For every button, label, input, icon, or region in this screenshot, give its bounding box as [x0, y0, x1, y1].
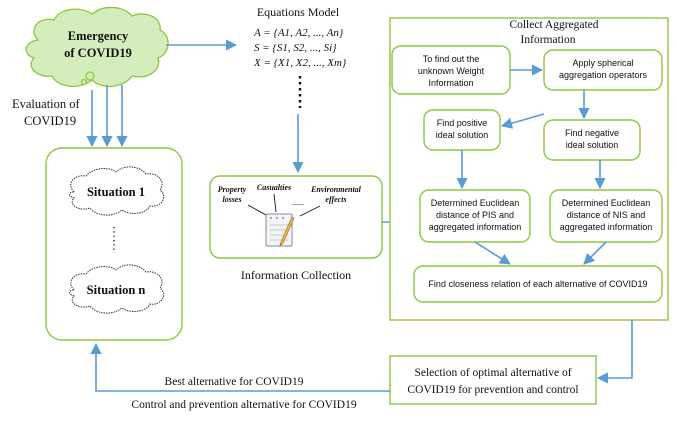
property-line1: Property — [218, 185, 247, 194]
property-line2: losses — [222, 195, 241, 204]
information-collection-box — [209, 175, 383, 259]
nis-line1: Determined Euclidean — [562, 198, 651, 208]
equation-x: X = {X1, X2, ..., Xm} — [253, 57, 347, 69]
weight-line3: Information — [428, 78, 473, 88]
negative-ideal-box — [543, 119, 641, 161]
nis-line3: aggregated information — [560, 222, 653, 232]
equation-a: A = {A1, A2, ..., An} — [253, 27, 344, 39]
casualties-label: Casualties — [257, 183, 291, 192]
spherical-aggregation-box — [543, 49, 663, 91]
optimal-selection-box — [389, 355, 597, 405]
collection-dots: ...... — [292, 198, 304, 207]
arrow-spherical-positive — [500, 113, 545, 129]
arrow-environmental-notepad — [299, 205, 321, 217]
arrow-property-notepad — [247, 204, 267, 216]
spherical-line2: aggregation operators — [559, 70, 648, 80]
negative-line1: Find negative — [565, 128, 619, 138]
arrow-selection-situations — [90, 342, 390, 392]
closeness-label: Find closeness relation of each alternat… — [428, 279, 647, 289]
environmental-line2: effects — [325, 195, 346, 204]
best-alternative-label: Best alternative for COVID19 — [165, 376, 304, 388]
equations-title: Equations Model — [257, 5, 340, 19]
weight-line2: unknown Weight — [418, 66, 485, 76]
evaluation-line2: COVID19 — [24, 114, 76, 128]
arrow-aggregated-selection — [596, 320, 633, 384]
aggregated-title-line1: Collect Aggregated — [509, 19, 598, 31]
environmental-line1: Environmental — [310, 185, 362, 194]
cloud-bubble-small — [80, 78, 88, 86]
situation-n-cloud: Situation n — [69, 264, 165, 314]
selection-line1: Selection of optimal alternative of — [414, 367, 571, 379]
equation-s: S = {S1, S2, ..., Si} — [254, 42, 337, 54]
selection-line2: COVID19 for prevention and control — [407, 384, 578, 396]
cloud-bubble-large — [85, 71, 95, 81]
situation-n-label: Situation n — [87, 283, 146, 297]
arrow-nis-closeness — [583, 241, 607, 265]
nis-line2: distance of NIS and — [567, 210, 646, 220]
emergency-line2: of COVID19 — [64, 46, 132, 60]
evaluation-line1: Evaluation of — [12, 97, 81, 111]
information-collection-caption: Information Collection — [241, 268, 351, 282]
negative-line2: ideal solution — [566, 140, 619, 150]
weight-line1: To find out the — [423, 54, 480, 64]
pis-line3: aggregated information — [429, 222, 522, 232]
pis-line1: Determined Euclidean — [431, 198, 520, 208]
emergency-line1: Emergency — [68, 29, 129, 43]
arrow-casualties-notepad — [273, 193, 277, 213]
aggregated-title-line2: Information — [521, 34, 576, 46]
positive-line2: ideal solution — [436, 130, 489, 140]
pis-line2: distance of PIS and — [436, 210, 514, 220]
positive-line1: Find positive — [437, 118, 488, 128]
emergency-cloud: Emergency of COVID19 — [25, 6, 169, 87]
situation-1-cloud: Situation 1 — [69, 166, 165, 216]
closeness-relation-box — [413, 265, 663, 303]
notepad-pencil-icon — [265, 213, 295, 248]
situation-1-label: Situation 1 — [87, 185, 145, 199]
control-alternative-label: Control and prevention alternative for C… — [131, 399, 356, 411]
spherical-line1: Apply spherical — [572, 58, 633, 68]
arrow-pis-closeness — [474, 241, 511, 265]
